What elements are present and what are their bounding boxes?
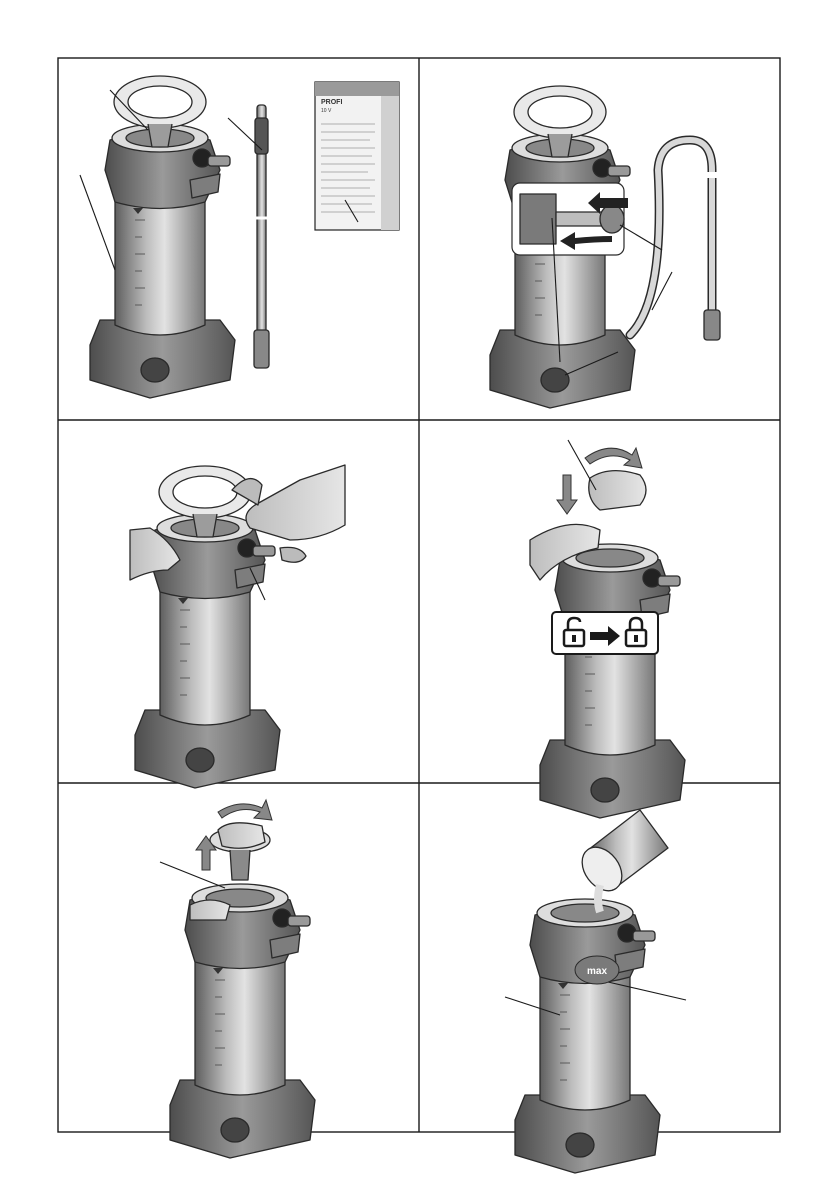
down-arrow-icon: [557, 475, 577, 514]
lock-badge: [552, 612, 658, 654]
figure-3-valve: [130, 465, 345, 788]
sprayer-illustration: [540, 544, 685, 818]
figure-2-connection: [490, 86, 724, 408]
lifting-hand: [218, 823, 265, 848]
right-hand: [246, 465, 345, 540]
manual-brand: PROFI: [321, 99, 342, 106]
figure-1-parts-overview: PROFI 10 V: [80, 76, 399, 398]
manual-model: 10 V: [321, 108, 332, 114]
figure-5-unscrew: [160, 800, 315, 1158]
valve-part: [280, 547, 306, 562]
holding-hand: [190, 900, 230, 920]
max-fill-label: max: [587, 966, 607, 977]
sprayer-illustration: [90, 76, 235, 398]
rotate-arrow-icon: [218, 800, 272, 820]
manual-booklet: PROFI 10 V: [315, 82, 399, 230]
sprayer-illustration: [515, 899, 660, 1173]
sprayer-illustration: [170, 884, 315, 1158]
max-fill-badge: max: [575, 956, 619, 984]
figure-6-filling: max: [505, 810, 686, 1173]
figure-4-lock: [530, 440, 685, 818]
rotate-arrow-icon: [585, 448, 642, 468]
pressing-hand: [589, 471, 646, 510]
measuring-cup: [574, 810, 668, 912]
